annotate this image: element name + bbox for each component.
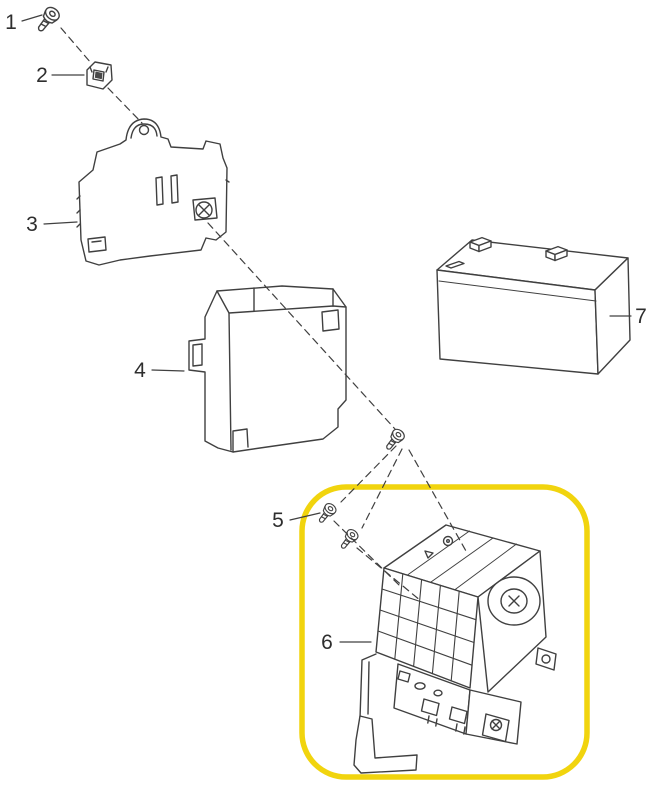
leader-line-3	[43, 221, 78, 225]
part-1-screw[interactable]	[32, 4, 63, 36]
leader-lines	[21, 14, 632, 643]
part-4-cover[interactable]	[188, 285, 347, 453]
connector-block	[448, 706, 468, 725]
plate-hole	[414, 682, 426, 690]
selection-highlight-ring	[299, 484, 590, 780]
screw-boss	[442, 535, 454, 547]
bump-hole	[138, 124, 150, 136]
part-6-module[interactable]	[353, 524, 557, 774]
battery-seam	[438, 280, 597, 302]
slot-right	[170, 174, 179, 204]
connector-block	[420, 698, 440, 717]
part-label-2[interactable]: 2	[36, 64, 48, 87]
part-labels: 1 2 3 4 5 6 7	[5, 11, 647, 654]
slot-left	[155, 176, 164, 206]
battery-terminal-right	[545, 245, 568, 262]
foot-bracket	[353, 715, 418, 774]
diagram-root: 1 2 3 4 5 6 7	[5, 4, 647, 780]
screw-shape	[32, 4, 63, 36]
battery-label-tab	[445, 260, 465, 269]
leader-line-5	[289, 512, 321, 521]
bump-inner-arc	[130, 123, 158, 139]
part-label-6[interactable]: 6	[321, 631, 333, 654]
pump-cylinder	[487, 576, 541, 626]
assembly-dashed-lines	[60, 27, 467, 602]
vent-mark	[424, 550, 434, 559]
front-fold-line	[228, 312, 232, 451]
screw-shape	[381, 426, 407, 454]
part-3-bracket[interactable]	[76, 118, 230, 266]
part-label-7[interactable]: 7	[635, 305, 647, 328]
part-label-4[interactable]: 4	[134, 359, 146, 382]
left-strap	[359, 653, 377, 719]
waffle-grid	[377, 573, 477, 682]
bottom-hole	[87, 236, 107, 253]
leader-line-1	[21, 14, 43, 22]
screw-boss-center	[446, 539, 451, 544]
battery-terminal-left	[469, 236, 492, 253]
part-label-5[interactable]: 5	[272, 509, 284, 532]
part-label-1[interactable]: 1	[5, 11, 17, 34]
part-7-battery[interactable]	[436, 236, 631, 375]
leader-line-4	[151, 369, 185, 372]
top-slot	[321, 309, 340, 332]
side-slot	[192, 343, 203, 367]
small-tab	[397, 670, 411, 683]
part-label-3[interactable]: 3	[26, 213, 38, 236]
plate-hole	[433, 689, 443, 697]
top-face-edge	[216, 290, 347, 314]
part-2-clip-nut[interactable]	[86, 61, 113, 90]
